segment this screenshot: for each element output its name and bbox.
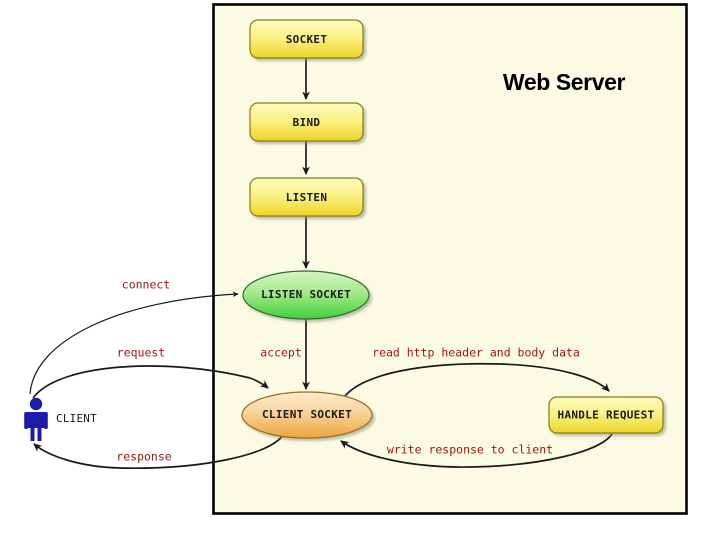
edge-label-request: request bbox=[117, 346, 165, 360]
edge-label-response: response bbox=[116, 450, 171, 464]
node-listen-socket-label: LISTEN SOCKET bbox=[261, 288, 351, 301]
edge-label-connect: connect bbox=[122, 278, 170, 292]
node-bind-label: BIND bbox=[293, 116, 321, 129]
node-client-socket-label: CLIENT SOCKET bbox=[262, 408, 352, 421]
web-server-title: Web Server bbox=[503, 69, 626, 95]
node-socket[interactable]: SOCKET bbox=[249, 19, 364, 59]
node-handle-request-label: HANDLE REQUEST bbox=[558, 409, 655, 422]
node-bind-shape bbox=[249, 102, 364, 142]
node-client-socket[interactable]: CLIENT SOCKET bbox=[241, 391, 373, 439]
node-client[interactable]: CLIENT bbox=[24, 397, 97, 441]
edge-write-response bbox=[340, 433, 613, 468]
node-listen-socket-shape bbox=[242, 270, 370, 320]
edge-response bbox=[33, 434, 284, 470]
node-listen-label: LISTEN bbox=[286, 191, 328, 204]
node-handle-request-shape bbox=[548, 396, 664, 434]
edge-label-write-response: write response to client bbox=[387, 443, 553, 457]
node-client-socket-shape bbox=[241, 391, 373, 439]
edge-group bbox=[29, 58, 613, 470]
edge-label-accept: accept bbox=[260, 346, 302, 360]
edge-connect bbox=[29, 291, 239, 395]
node-socket-shape bbox=[249, 19, 364, 59]
node-listen[interactable]: LISTEN bbox=[249, 177, 364, 217]
edge-read-http bbox=[341, 362, 610, 401]
node-client-label: CLIENT bbox=[56, 412, 97, 425]
node-listen-shape bbox=[249, 177, 364, 217]
node-bind[interactable]: BIND bbox=[249, 102, 364, 142]
edge-request bbox=[32, 365, 269, 399]
client-person-icon bbox=[24, 397, 48, 441]
node-listen-socket[interactable]: LISTEN SOCKET bbox=[242, 270, 370, 320]
edge-label-group: connect accept request response read htt… bbox=[116, 278, 580, 464]
node-socket-label: SOCKET bbox=[286, 33, 328, 46]
edge-label-read-http: read http header and body data bbox=[372, 346, 580, 360]
node-handle-request[interactable]: HANDLE REQUEST bbox=[548, 396, 664, 434]
